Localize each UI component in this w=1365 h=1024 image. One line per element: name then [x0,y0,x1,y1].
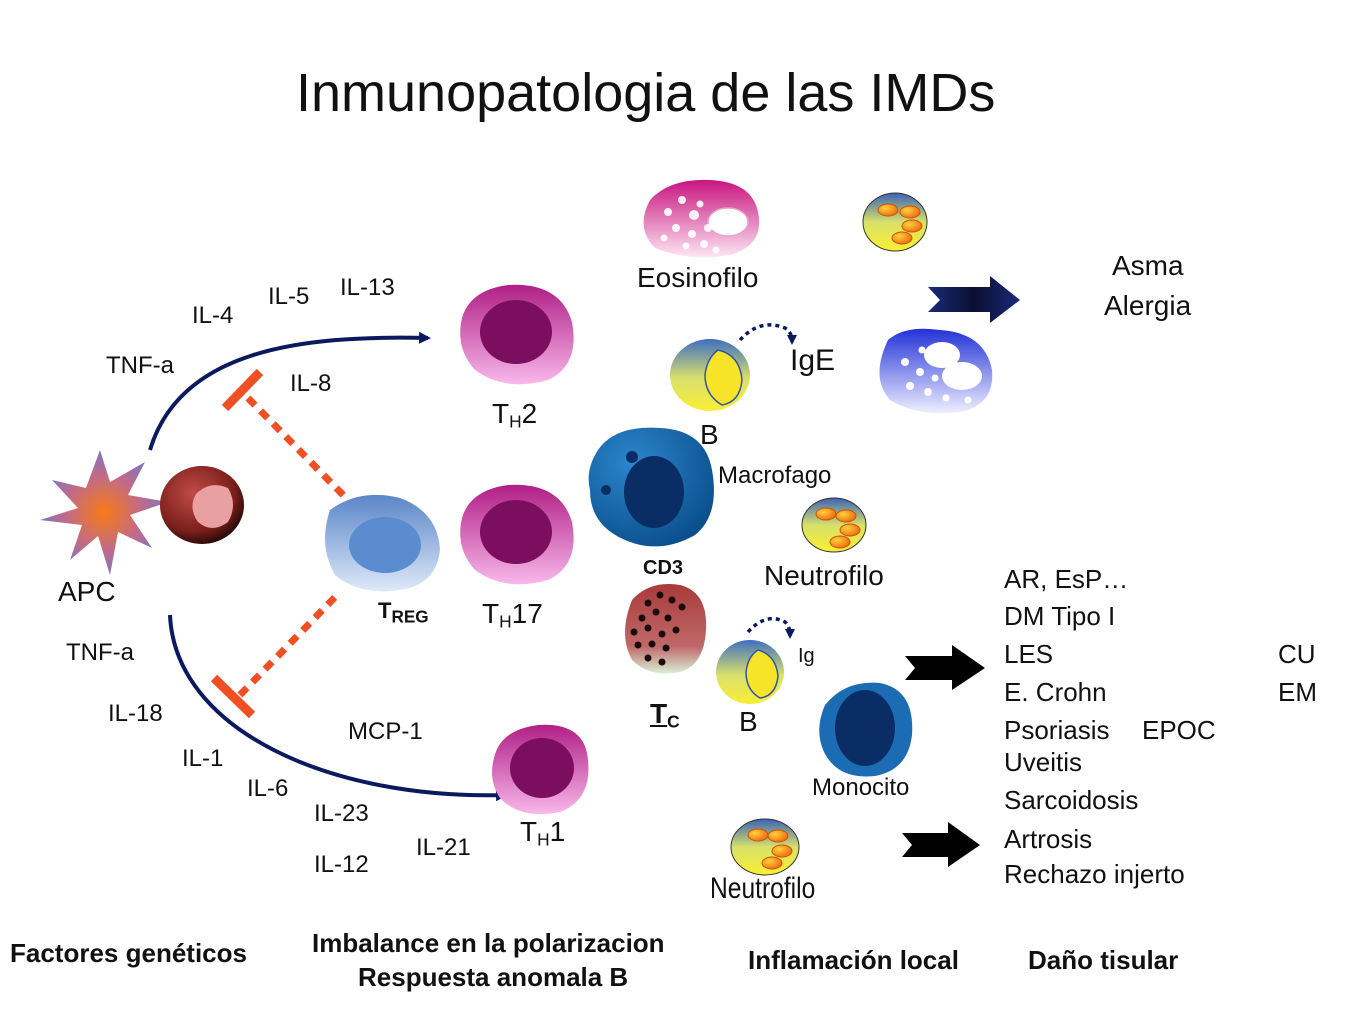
disease-item: Uveitis [1004,747,1083,777]
tc-label: TC [650,700,680,731]
disease-item: LES [1004,639,1054,669]
eosinophil-granules-icon [660,196,720,254]
ig-secretion-arrow [746,616,795,639]
th17-label-main: T [482,598,500,629]
tc-label-main: T [650,698,668,729]
cytokine-label: IL-23 [314,800,369,827]
cytokine-label: IL-18 [108,700,163,727]
disease-em: EM [1278,677,1317,707]
th17-label-sub: H [499,611,512,632]
macrophage-label: Macrofago [718,462,832,489]
dendritic-cell-nucleus-icon [192,485,233,528]
cytokine-label: TNF-a [66,639,134,666]
th2-label: TH2 [492,400,537,431]
inhibition-bar-bottom [210,674,256,719]
disease-item: E. Crohn [1004,677,1107,707]
th1-label-tail: 1 [549,816,566,847]
footer-col-damage: Daño tisular [1028,945,1179,975]
ige-label: IgE [790,344,836,377]
arrow-apc-to-th1 [168,614,508,802]
tc-cell-granules-icon [630,591,686,666]
basophil-vacuoles-icon [901,342,982,404]
disease-epoc: EPOC [1142,715,1216,745]
outcome-alergia: Alergia [1104,290,1192,321]
neutrophil-mid-granules-icon [815,507,861,549]
eosinophil-icon [643,179,760,258]
cytokine-label: MCP-1 [348,718,423,745]
arrow-to-asma-icon [928,276,1020,323]
b-cell-bottom-label: B [739,706,758,737]
arrow-apc-to-th2 [148,331,431,451]
th17-nucleus-icon [480,500,552,564]
tc-label-sub: C [667,711,680,732]
apc-label: APC [58,576,116,607]
inhibition-bar-top [221,368,264,412]
th2-label-main: T [492,398,510,429]
cytokine-label: IL-1 [182,745,224,772]
footer-col-genetic: Factores genéticos [10,938,247,968]
disease-item: Rechazo injerto [1004,859,1185,889]
macrophage-vacuole-icon [626,451,638,463]
disease-item: Sarcoidosis [1004,785,1139,815]
inhibition-dotted-bottom [237,589,343,698]
neutrophil-top-granules-icon [877,203,923,245]
apc-starburst-icon [40,450,168,575]
cd3-label: CD3 [643,557,684,579]
disease-item: AR, EsP… [1004,564,1129,594]
footer-col-polarization-line2: Respuesta anomala B [358,962,629,992]
outcome-asma: Asma [1112,250,1184,281]
ig-label: Ig [798,645,815,667]
neutrophil-mid-label: Neutrofilo [764,560,884,591]
arrow-to-diseases-bottom-icon [902,822,980,867]
basophil-icon [879,328,993,414]
macrophage-nucleus-icon [624,456,684,528]
treg-label: TREG [378,600,429,625]
th17-label: TH17 [482,600,543,631]
macrophage-vacuole-icon [601,485,611,495]
th1-label-sub: H [537,829,550,850]
cytokine-label: IL-5 [268,283,310,310]
treg-label-sub: REG [391,606,429,627]
disease-item: DM Tipo I [1004,601,1116,631]
th2-label-sub: H [509,411,522,432]
monocyte-nucleus-icon [835,690,895,766]
cytokine-label: IL-13 [340,274,395,301]
b-cell-bottom-nucleus-icon [745,649,779,699]
arrow-to-diseases-icon [905,645,985,690]
page-title: Inmunopatologia de las IMDs [296,63,996,123]
eosinophil-vacuole-icon [707,207,749,237]
footer-col-inflammation: Inflamación local [748,945,959,975]
treg-nucleus-icon [349,517,421,573]
b-cell-top-label: B [700,419,719,450]
ige-secretion-arrow [738,323,797,345]
disease-cu: CU [1278,639,1316,669]
th2-nucleus-icon [480,300,552,364]
treg-label-main: T [378,598,392,623]
th1-nucleus-icon [510,738,574,798]
footer-col-polarization-line1: Imbalance en la polarizacion [312,928,665,958]
tc-cell-icon [625,584,707,674]
th2-label-tail: 2 [521,398,538,429]
b-cell-top-nucleus-icon [704,349,743,406]
neutrophil-bottom-granules-icon [747,828,793,870]
th1-label-main: T [520,816,538,847]
cytokine-label: IL-21 [416,834,471,861]
disease-item: Psoriasis [1004,715,1110,745]
neutrophil-bottom-label: Neutrofilo [710,872,816,905]
cytokine-label: IL-8 [290,370,332,397]
eosinophil-label: Eosinofilo [637,262,759,293]
inhibition-dotted-top [245,395,351,503]
disease-item: Artrosis [1004,824,1093,854]
cytokine-label: IL-6 [247,775,289,802]
cytokine-label: IL-4 [192,302,234,329]
monocyte-label: Monocito [812,774,910,801]
th17-label-tail: 17 [511,598,543,629]
th1-label: TH1 [520,818,565,849]
cytokine-label: IL-12 [314,851,369,878]
cytokine-label: TNF-a [106,352,174,379]
